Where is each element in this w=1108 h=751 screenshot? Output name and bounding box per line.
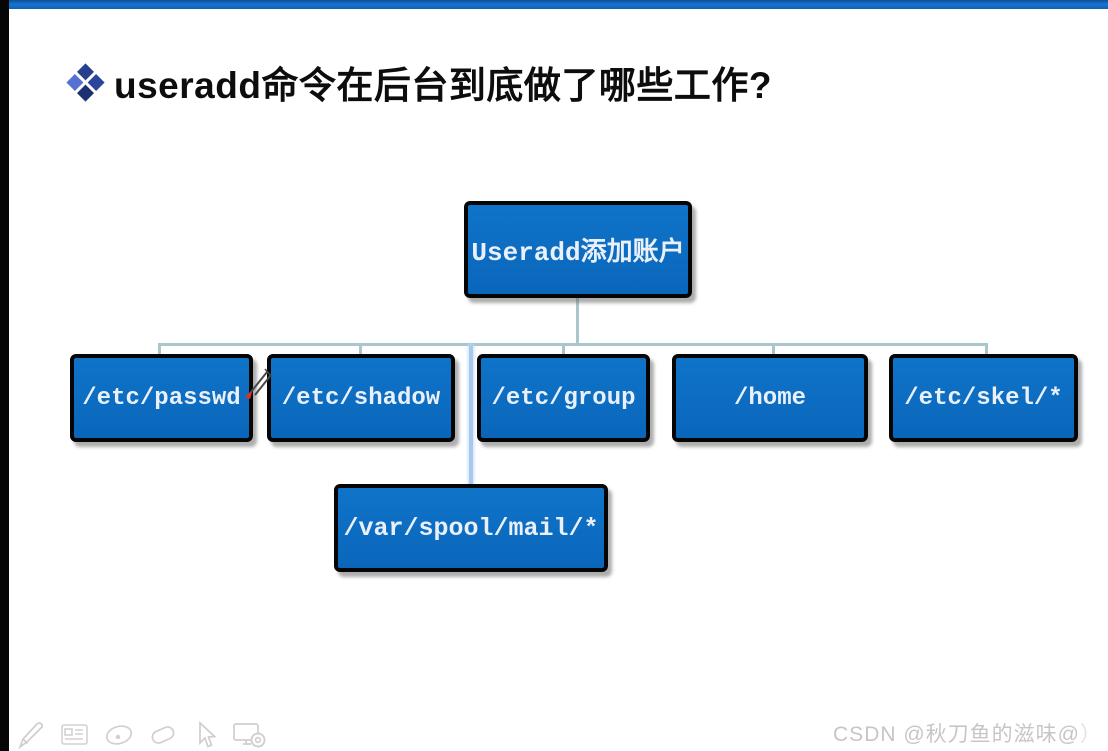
window-left-strip xyxy=(0,0,9,751)
annotation-toolbar xyxy=(16,720,267,750)
connector-stub xyxy=(985,345,988,355)
pen-icon[interactable] xyxy=(16,720,48,750)
diagram-node-root: Useradd添加账户 xyxy=(464,201,692,298)
connector-mail-vertical xyxy=(469,345,473,485)
node-label: /home xyxy=(733,384,806,412)
node-label: /etc/shadow xyxy=(281,384,441,412)
diagram-node-home: /home xyxy=(672,354,868,442)
csdn-watermark: CSDN @秋刀鱼的滋味@） xyxy=(833,718,1102,748)
connector-root-vertical xyxy=(576,298,579,344)
pen-cursor xyxy=(240,363,274,408)
connector-stub xyxy=(359,345,362,355)
eraser-icon[interactable] xyxy=(147,720,179,750)
connector-stub xyxy=(772,345,775,355)
node-label: /etc/group xyxy=(491,384,636,412)
diagram-node-etc-passwd: /etc/passwd xyxy=(70,354,253,442)
connector-stub xyxy=(562,345,565,355)
diagram-node-etc-group: /etc/group xyxy=(477,354,650,442)
diamond-bullet-icon xyxy=(66,62,105,102)
window-top-bar xyxy=(0,0,1108,9)
node-label: /etc/passwd xyxy=(82,384,241,412)
screen-tools-icon[interactable] xyxy=(231,720,267,750)
whiteboard-icon[interactable] xyxy=(59,720,91,750)
slide-title: useradd命令在后台到底做了哪些工作? xyxy=(66,55,773,109)
diagram-node-var-spool-mail: /var/spool/mail/* xyxy=(334,484,608,572)
cursor-icon[interactable] xyxy=(190,720,220,750)
node-label: /var/spool/mail/* xyxy=(343,513,599,543)
watermark-text: CSDN @秋刀鱼的滋味@ xyxy=(833,723,1080,746)
connector-stub xyxy=(158,345,161,355)
slide-title-text: useradd命令在后台到底做了哪些工作? xyxy=(114,65,773,106)
watermark-ghost: ） xyxy=(1080,723,1102,746)
node-label: /etc/skel/* xyxy=(904,384,1063,412)
laser-pointer-icon[interactable] xyxy=(102,720,136,750)
diagram-node-etc-shadow: /etc/shadow xyxy=(267,354,455,442)
diagram-node-etc-skel: /etc/skel/* xyxy=(889,354,1078,442)
connector-horizontal xyxy=(158,343,988,346)
node-label: Useradd添加账户 xyxy=(471,238,685,268)
